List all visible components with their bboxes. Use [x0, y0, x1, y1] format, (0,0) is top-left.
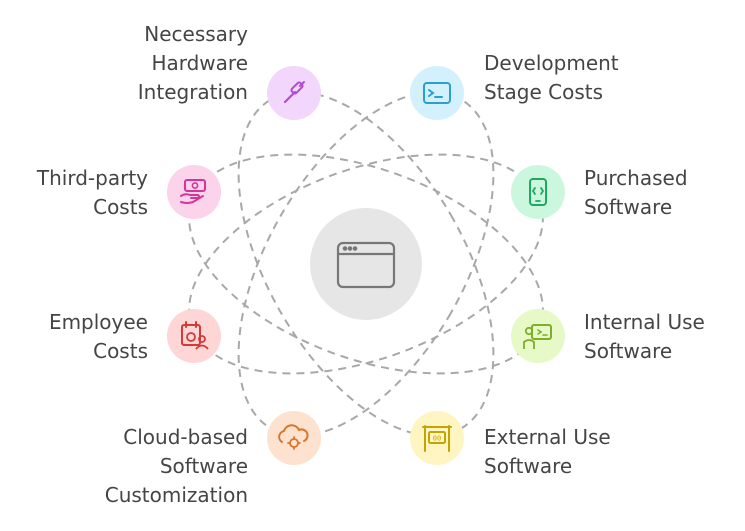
node-development [410, 66, 464, 120]
label-external: External Use Software [484, 425, 611, 478]
calendar-person-icon [181, 321, 209, 350]
svg-text:00: 00 [433, 435, 441, 443]
node-circle-external [410, 411, 464, 465]
center-circle [310, 208, 422, 320]
node-circle-purchased [511, 165, 565, 219]
cloud-gear-icon [278, 424, 309, 450]
mobile-code-icon [529, 178, 547, 206]
label-development: Development Stage Costs [484, 51, 619, 104]
label-hardware: Necessary Hardware Integration [137, 22, 248, 104]
signboard-icon: 00 [422, 425, 452, 452]
node-purchased [511, 165, 565, 219]
center-hub [310, 208, 422, 320]
node-employee [167, 309, 221, 363]
node-external: 00 [410, 411, 464, 465]
node-circle-internal [511, 309, 565, 363]
screwdriver-icon [283, 81, 305, 104]
presenter-screen-icon [523, 324, 552, 349]
label-purchased: Purchased Software [584, 166, 688, 219]
node-cloud [267, 411, 321, 465]
terminal-icon [423, 82, 451, 104]
node-circle-employee [167, 309, 221, 363]
node-circle-development [410, 66, 464, 120]
node-internal [511, 309, 565, 363]
label-internal: Internal Use Software [584, 310, 705, 363]
node-third-party [167, 165, 221, 219]
label-third-party: Third-party Costs [36, 166, 148, 219]
money-hand-icon [180, 179, 206, 204]
label-employee: Employee Costs [48, 310, 148, 363]
browser-window-icon [336, 241, 396, 289]
label-cloud: Cloud-based Software Customization [104, 425, 248, 507]
node-hardware [267, 66, 321, 120]
